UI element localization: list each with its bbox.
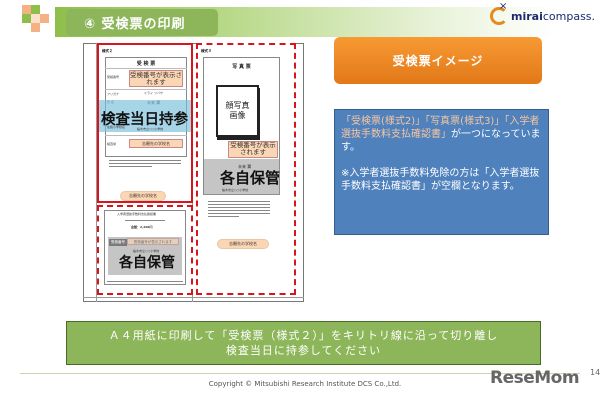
resemom-watermark: ReseMom [490,368,580,388]
section-title: ④ 受検票の印刷 [66,9,218,36]
form2-venue: 志願先の学校名 [129,139,183,148]
fee-form-title: 入学者選抜手数料支払確認書 [117,212,157,216]
footer-divider [20,373,580,374]
callout-text1: が一つになっています。 [341,129,541,153]
fee-amount: 金額：2,200円 [131,225,153,229]
row-label-school: 在籍小学校名 [107,125,126,129]
form2-furigana: ミライ ツバサ [144,91,163,95]
form3-label: 様式３ [201,49,212,53]
admission-ticket-form2: 様式２ 受 検 票 受検番号 受検番号が表示されます フリガナ ミライ ツバサ … [97,43,193,203]
form2-note [109,160,181,169]
logo-rest: compass. [542,9,596,23]
form2-school: 桜木市立○○小学校 [137,127,164,131]
instruction-line2: 検査当日に持参してください [225,344,382,357]
fee-notes [107,281,183,287]
compass-logo-icon [490,1,508,25]
fee-label: 受検番号 [109,239,127,246]
form2-highlight-band [99,100,191,132]
row-label-exam-number: 受検番号 [107,75,120,79]
row-label-venue: 検査場 [107,142,117,146]
row-label-furigana: フリガナ [107,92,120,96]
fee-school: 桜木市立○○小学校 [133,249,160,253]
bring-on-exam-day-stamp: 検査当日持参 [101,112,188,128]
form3-title: 写 真 票 [232,64,251,70]
sheet-bottom-line [83,297,304,298]
form3-school: 桜木市立○○小学校 [222,188,249,192]
sheet-margin-line [96,43,97,302]
checker-decoration [22,5,62,35]
keep-yourself-stamp-photo: 各自保管 [220,169,281,187]
logo-bold: mirai [511,9,543,23]
form2-exam-number: 受検番号が表示されます [129,70,183,87]
print-instruction-banner: Ａ４用紙に印刷して「受検票（様式２）」をキリトリ線に沿って切り離し 検査当日に持… [66,321,541,365]
miraicompass-logo: miraicompass. [490,1,596,26]
keep-yourself-stamp-fee: 各自保管 [119,255,175,271]
explanation-callout: 「受検票(様式2)」「写真票(様式3)」「入学者選抜手数料支払確認書」が一つにな… [334,109,549,235]
form3-gray-area [204,159,280,195]
form3-exam-number: 受検番号が表示されます [228,141,278,158]
callout-highlight: 「受検票(様式2)」「写真票(様式3)」「入学者選抜手数料支払確認書」 [341,116,540,140]
face-photo-placeholder: 顔写真 画像 [216,85,259,137]
fee-lines [125,220,165,223]
form3-name: 未来 翼 [238,164,252,169]
fee-confirmation-form: 入学者選抜手数料支払確認書 金額：2,200円 受検番号 受検番号が表示されます… [97,205,193,295]
copyright-text: Copyright © Mitsubishi Research Institut… [208,380,402,388]
photo-line1: 顔写真 [225,101,250,110]
form2-footer-pill: 志願先の学校名 [121,192,165,200]
page-number: 14 [590,368,601,377]
callout-text2: ※入学者選抜手数料免除の方は「入学者選抜手数料支払確認書」が空欄となります。 [341,168,540,192]
photo-line2: 画像 [229,111,246,120]
a4-sheet-outline [83,43,304,302]
form2-label: 様式２ [102,49,113,53]
form2-title: 受 検 票 [136,61,156,67]
fee-exam-number: 受検番号が表示されます [127,238,179,245]
ticket-image-label: 受検票イメージ [334,37,542,84]
photo-sheet-form3: 様式３ 写 真 票 顔写真 画像 受検番号が表示されます 未来 翼 各自保管 桜… [196,43,296,295]
form3-notes [208,201,270,219]
form3-footer-pill: 志願先の学校名 [218,240,268,248]
instruction-line1: Ａ４用紙に印刷して「受検票（様式２）」をキリトリ線に沿って切り離し [108,329,499,342]
